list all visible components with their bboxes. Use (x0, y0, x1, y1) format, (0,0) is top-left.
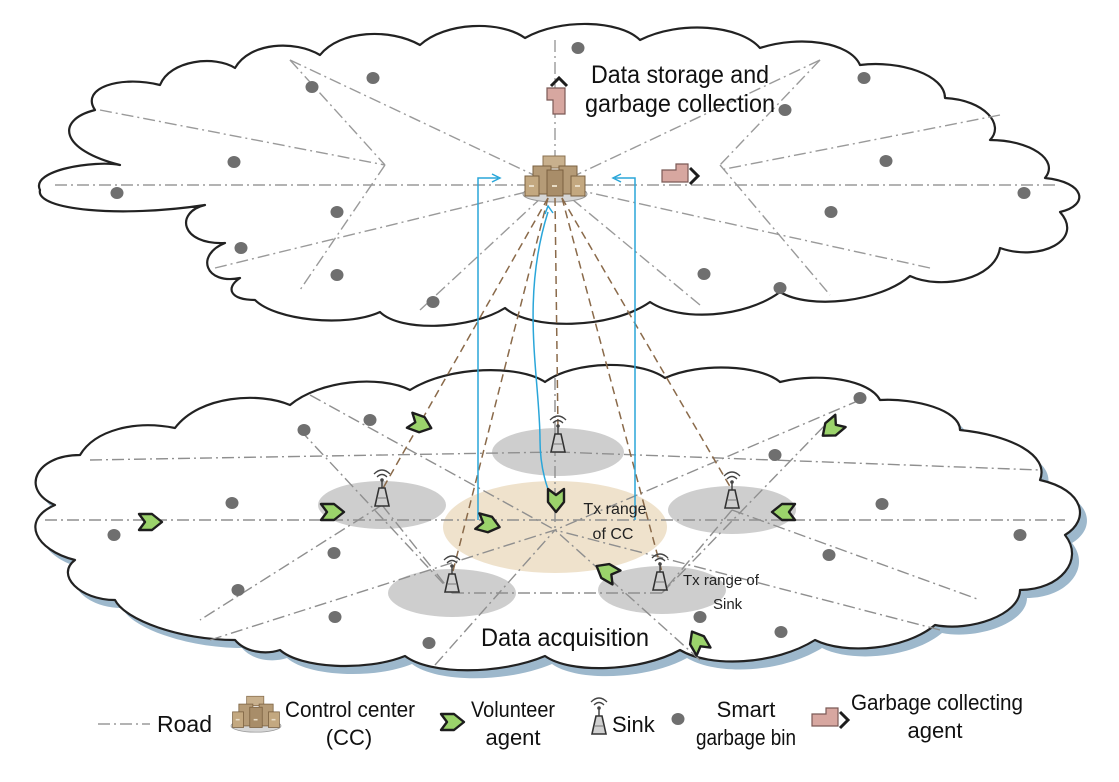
bin (857, 72, 871, 84)
legend-road-label: Road (157, 711, 212, 737)
legend-volunteer-line1: Volunteer (471, 697, 555, 722)
cc-range-label-line2: of CC (593, 526, 634, 543)
bin (426, 296, 440, 308)
legend-control-center: Control center (CC) (230, 695, 415, 750)
sink-range-label-line1: Tx range of (683, 572, 760, 589)
bin (227, 156, 241, 168)
bin (297, 424, 311, 436)
legend-bin-line2: garbage bin (696, 725, 796, 750)
bin (305, 81, 319, 93)
top-roads (55, 40, 1055, 311)
bin (697, 268, 711, 280)
bin (768, 449, 782, 461)
legend-bin-line1: Smart (717, 697, 776, 722)
bin (234, 242, 248, 254)
bottom-title: Data acquisition (481, 624, 649, 652)
cc-communication-links (477, 173, 636, 520)
legend-collector: Garbage collecting agent (810, 690, 1023, 743)
bin (693, 611, 707, 623)
dot-icon (671, 713, 685, 725)
bin (822, 549, 836, 561)
bin (366, 72, 380, 84)
bin (571, 42, 585, 54)
legend-cc-line2: (CC) (326, 725, 372, 750)
bin (773, 282, 787, 294)
top-title-line1: Data storage and (591, 61, 769, 89)
legend-collector-line1: Garbage collecting (851, 690, 1023, 715)
legend-sink: Sink (590, 697, 656, 737)
bin (875, 498, 889, 510)
bin (774, 626, 788, 638)
bin (328, 611, 342, 623)
legend-volunteer-line2: agent (485, 725, 540, 750)
bin (363, 414, 377, 426)
bin (778, 104, 792, 116)
bin (879, 155, 893, 167)
truck-arrow-icon (810, 706, 850, 730)
legend-volunteer: Volunteer agent (439, 697, 555, 750)
bin (107, 529, 121, 541)
bin (110, 187, 124, 199)
bin (422, 637, 436, 649)
building-icon (230, 695, 282, 733)
sink-range-label-line2: Sink (713, 596, 743, 613)
bin (330, 269, 344, 281)
bin (225, 497, 239, 509)
legend-road: Road (98, 711, 212, 737)
bin (231, 584, 245, 596)
legend: Road Control center (CC) Volunteer agent… (98, 690, 1023, 750)
bin (824, 206, 838, 218)
legend-bin: Smart garbage bin (671, 697, 796, 750)
volunteer-arrow-icon (439, 712, 466, 732)
antenna-icon (590, 697, 608, 735)
legend-cc-line1: Control center (285, 697, 415, 722)
bin (327, 547, 341, 559)
bin (1017, 187, 1031, 199)
cc-sink-links (381, 197, 733, 576)
legend-collector-line2: agent (907, 718, 962, 743)
bottom-roads (45, 378, 1065, 666)
legend-sink-label: Sink (612, 712, 656, 737)
cc-range-label-line1: Tx range (583, 501, 646, 518)
bin (1013, 529, 1027, 541)
top-title-line2: garbage collection (585, 90, 775, 118)
bin (853, 392, 867, 404)
bin (330, 206, 344, 218)
